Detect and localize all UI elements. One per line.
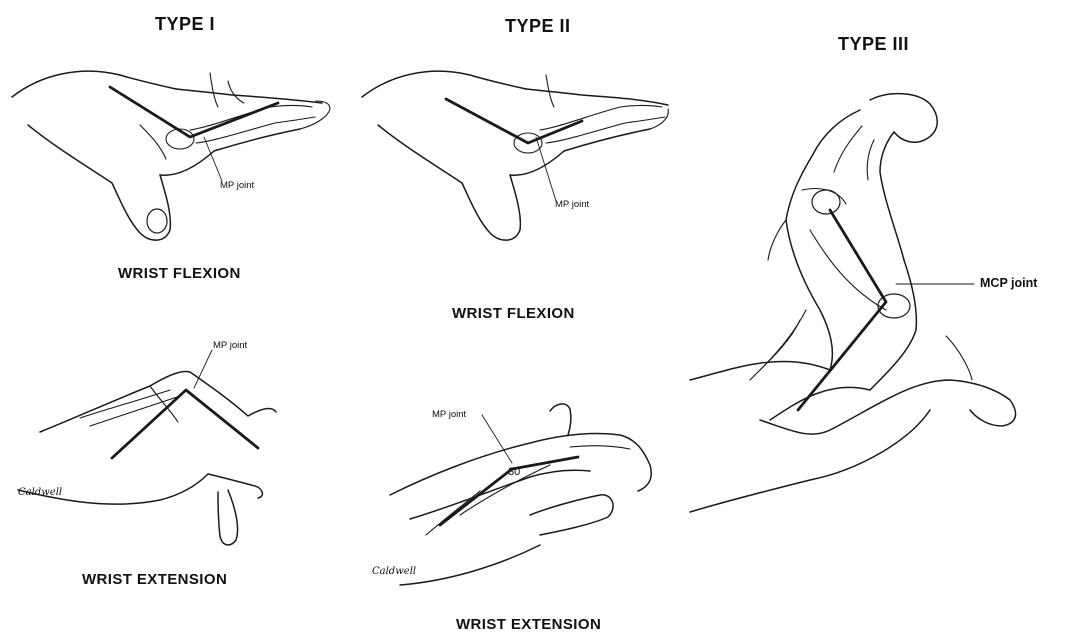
type-1-flexion-mp-callout: MP joint bbox=[220, 180, 254, 191]
type-3-mcp-callout: MCP joint bbox=[980, 276, 1037, 290]
type-2-flexion-caption: WRIST FLEXION bbox=[452, 305, 575, 322]
type-2-flexion-mp-callout: MP joint bbox=[555, 199, 589, 210]
type-3-illustration bbox=[690, 80, 1050, 520]
type-1-signature: Caldwell bbox=[18, 487, 62, 498]
type-1-extension-mp-callout: MP joint bbox=[213, 340, 247, 351]
type-2-flexion-illustration bbox=[350, 55, 680, 255]
type-2-title: TYPE II bbox=[505, 16, 571, 37]
type-2-extension-angle-label: 30 bbox=[508, 466, 520, 478]
type-2-extension-mp-callout: MP joint bbox=[432, 409, 466, 420]
type-1-extension-caption: WRIST EXTENSION bbox=[82, 571, 227, 588]
type-2-extension-illustration bbox=[380, 395, 680, 595]
type-1-extension-illustration bbox=[0, 350, 300, 550]
type-1-flexion-caption: WRIST FLEXION bbox=[118, 265, 241, 282]
type-1-flexion-illustration bbox=[0, 55, 340, 255]
type-1-title: TYPE I bbox=[155, 14, 215, 35]
type-3-title: TYPE III bbox=[838, 34, 909, 55]
type-2-signature: Caldwell bbox=[372, 566, 416, 577]
type-2-extension-caption: WRIST EXTENSION bbox=[456, 616, 601, 633]
